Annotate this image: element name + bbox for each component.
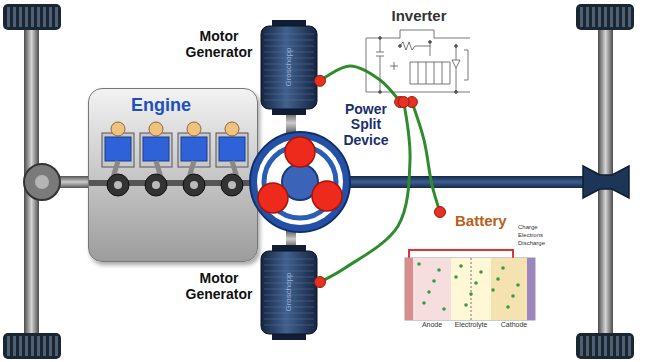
tire-tread: [592, 336, 595, 356]
node-label: Motor Generator: [184, 28, 254, 60]
planetary-gear: [248, 130, 352, 234]
wheels: [3, 4, 634, 359]
tire-tread: [25, 336, 28, 356]
tire-tread: [31, 7, 34, 27]
tire-tread: [43, 7, 46, 27]
tire-tread: [586, 7, 589, 27]
tire-tread: [49, 336, 52, 356]
node-label: Battery: [455, 212, 507, 229]
tire-tread: [55, 7, 58, 27]
battery-part-label: Charge: [518, 224, 538, 230]
tire-tread: [628, 336, 631, 356]
battery-part-label: Cathode: [501, 321, 527, 328]
tire-tread: [622, 336, 625, 356]
tire-tread: [25, 7, 28, 27]
node-label: Inverter: [360, 6, 478, 24]
tire-tread: [610, 336, 613, 356]
tire-tread: [598, 7, 601, 27]
tire-tread: [37, 336, 40, 356]
tire-tread: [622, 7, 625, 27]
wire-terminal: [398, 97, 409, 108]
power-wire: [320, 66, 400, 102]
tire-tread: [598, 336, 601, 356]
tire-tread: [616, 7, 619, 27]
tire-tread: [7, 7, 10, 27]
tire-tread: [49, 7, 52, 27]
node-label: Motor Generator: [184, 270, 254, 302]
battery-cell: [395, 212, 545, 338]
rear-differential: [24, 164, 60, 200]
wheel: [3, 333, 61, 359]
tire-tread: [37, 7, 40, 27]
engine-pistons: [89, 89, 259, 263]
tire-tread: [13, 336, 16, 356]
wire-terminal: [315, 75, 326, 86]
tire-tread: [616, 336, 619, 356]
inverter: Inverter: [360, 6, 478, 102]
motor-brand: Groschopp: [285, 272, 293, 311]
node-label: Engine: [89, 89, 257, 116]
battery-part-label: Discharge: [518, 240, 545, 246]
battery: Battery: [395, 212, 545, 338]
shaft: [56, 176, 90, 188]
node-label: Power Split Device: [336, 102, 396, 148]
battery-part-label: Electrons: [518, 232, 543, 238]
tire-tread: [604, 336, 607, 356]
battery-part-label: Electrolyte: [455, 321, 488, 328]
wire-terminal: [435, 207, 446, 218]
tire-tread: [604, 7, 607, 27]
wheel: [576, 4, 634, 30]
power-wire: [412, 102, 440, 212]
tire-tread: [19, 336, 22, 356]
output-shaft: [350, 176, 590, 188]
front-differential: [583, 166, 629, 198]
motor-shaft: [286, 112, 296, 134]
wire-terminal: [315, 277, 326, 288]
tire-tread: [580, 7, 583, 27]
tire-tread: [19, 7, 22, 27]
tire-tread: [55, 336, 58, 356]
engine-block: Engine: [88, 88, 258, 262]
tire-tread: [31, 336, 34, 356]
tire-tread: [43, 336, 46, 356]
tire-tread: [580, 336, 583, 356]
power-split-device: Power Split Device: [248, 130, 352, 234]
tire-tread: [628, 7, 631, 27]
tire-tread: [7, 336, 10, 356]
battery-part-label: Anode: [422, 321, 442, 328]
tire-tread: [592, 7, 595, 27]
differential-hub: [35, 175, 49, 189]
tire-tread: [610, 7, 613, 27]
tire-tread: [13, 7, 16, 27]
tire-tread: [586, 336, 589, 356]
wheel: [576, 333, 634, 359]
motor-brand: Groschopp: [285, 47, 293, 86]
wheel: [3, 4, 61, 30]
